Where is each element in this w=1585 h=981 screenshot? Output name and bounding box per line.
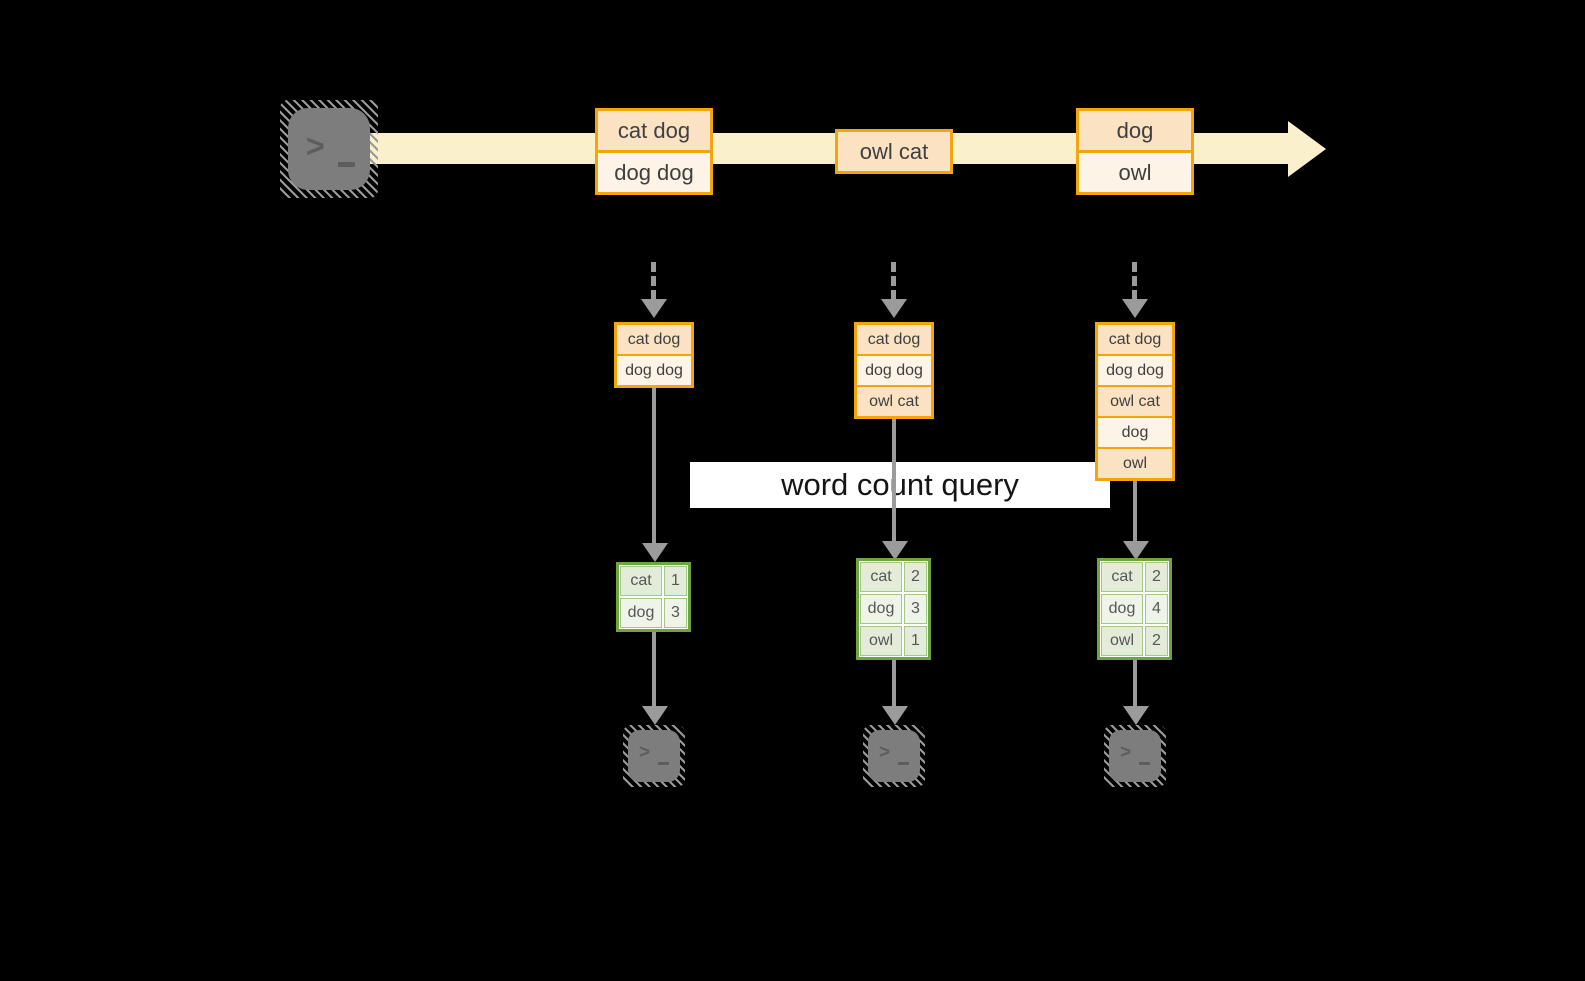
count-cell: 3 — [664, 598, 687, 628]
buffer-row: owl — [1098, 447, 1172, 478]
connector-line — [1133, 654, 1137, 707]
dashed-connector — [651, 262, 656, 300]
buffer-row: cat dog — [857, 325, 931, 354]
arrowhead-icon — [1123, 541, 1149, 560]
count-cell: 2 — [1145, 626, 1168, 656]
word-cell: cat — [620, 566, 662, 596]
buffer-row: owl cat — [1098, 385, 1172, 416]
count-cell: 2 — [904, 562, 927, 592]
buffer-box-1: cat dog dog dog — [614, 322, 694, 388]
connector-line — [1133, 481, 1137, 546]
word-cell: owl — [860, 626, 902, 656]
event-line: owl cat — [838, 132, 950, 171]
buffer-box-2: cat dog dog dog owl cat — [854, 322, 934, 419]
connector-line — [892, 654, 896, 707]
prompt-cursor-icon — [898, 762, 909, 765]
word-cell: cat — [1101, 562, 1143, 592]
arrowhead-icon — [642, 543, 668, 562]
buffer-row: dog dog — [1098, 354, 1172, 385]
stream-event-3: dog owl — [1076, 108, 1194, 195]
event-line: cat dog — [598, 111, 710, 150]
terminal-screen: > — [868, 730, 920, 782]
word-cell: cat — [860, 562, 902, 592]
event-line: owl — [1079, 150, 1191, 192]
arrowhead-icon — [1122, 299, 1148, 318]
dashed-connector — [891, 262, 896, 300]
terminal-screen: > — [1109, 730, 1161, 782]
count-cell: 4 — [1145, 594, 1168, 624]
count-table-2: cat 2 dog 3 owl 1 — [856, 558, 931, 660]
buffer-box-3: cat dog dog dog owl cat dog owl — [1095, 322, 1175, 481]
connector-line — [652, 626, 656, 707]
arrowhead-icon — [881, 299, 907, 318]
count-cell: 1 — [664, 566, 687, 596]
count-cell: 3 — [904, 594, 927, 624]
connector-line — [652, 388, 656, 546]
count-cell: 1 — [904, 626, 927, 656]
stream-event-1: cat dog dog dog — [595, 108, 713, 195]
connector-line — [892, 419, 896, 546]
terminal-sink-icon-1: > — [623, 725, 685, 787]
prompt-chevron-icon: > — [306, 128, 325, 164]
word-cell: dog — [860, 594, 902, 624]
arrowhead-icon — [1123, 706, 1149, 725]
terminal-sink-icon-2: > — [863, 725, 925, 787]
arrowhead-icon — [642, 706, 668, 725]
event-line: dog — [1079, 111, 1191, 150]
stream-arrowhead-icon — [1288, 121, 1326, 177]
word-cell: owl — [1101, 626, 1143, 656]
prompt-cursor-icon — [1139, 762, 1150, 765]
prompt-chevron-icon: > — [879, 742, 891, 763]
buffer-row: cat dog — [617, 325, 691, 354]
dashed-connector — [1132, 262, 1137, 300]
arrowhead-icon — [882, 541, 908, 560]
arrowhead-icon — [641, 299, 667, 318]
count-cell: 2 — [1145, 562, 1168, 592]
buffer-row: cat dog — [1098, 325, 1172, 354]
query-label-banner: word count query — [690, 462, 1110, 508]
buffer-row: dog dog — [857, 354, 931, 385]
query-label: word count query — [781, 467, 1019, 502]
terminal-screen: > — [288, 108, 370, 190]
terminal-sink-icon-3: > — [1104, 725, 1166, 787]
prompt-chevron-icon: > — [639, 742, 651, 763]
prompt-cursor-icon — [338, 162, 355, 167]
stream-event-2: owl cat — [835, 129, 953, 174]
buffer-row: dog — [1098, 416, 1172, 447]
buffer-row: owl cat — [857, 385, 931, 416]
terminal-screen: > — [628, 730, 680, 782]
prompt-cursor-icon — [658, 762, 669, 765]
event-line: dog dog — [598, 150, 710, 192]
count-table-1: cat 1 dog 3 — [616, 562, 691, 632]
word-cell: dog — [1101, 594, 1143, 624]
count-table-3: cat 2 dog 4 owl 2 — [1097, 558, 1172, 660]
arrowhead-icon — [882, 706, 908, 725]
buffer-row: dog dog — [617, 354, 691, 385]
prompt-chevron-icon: > — [1120, 742, 1132, 763]
word-cell: dog — [620, 598, 662, 628]
terminal-source-icon: > — [280, 100, 378, 198]
